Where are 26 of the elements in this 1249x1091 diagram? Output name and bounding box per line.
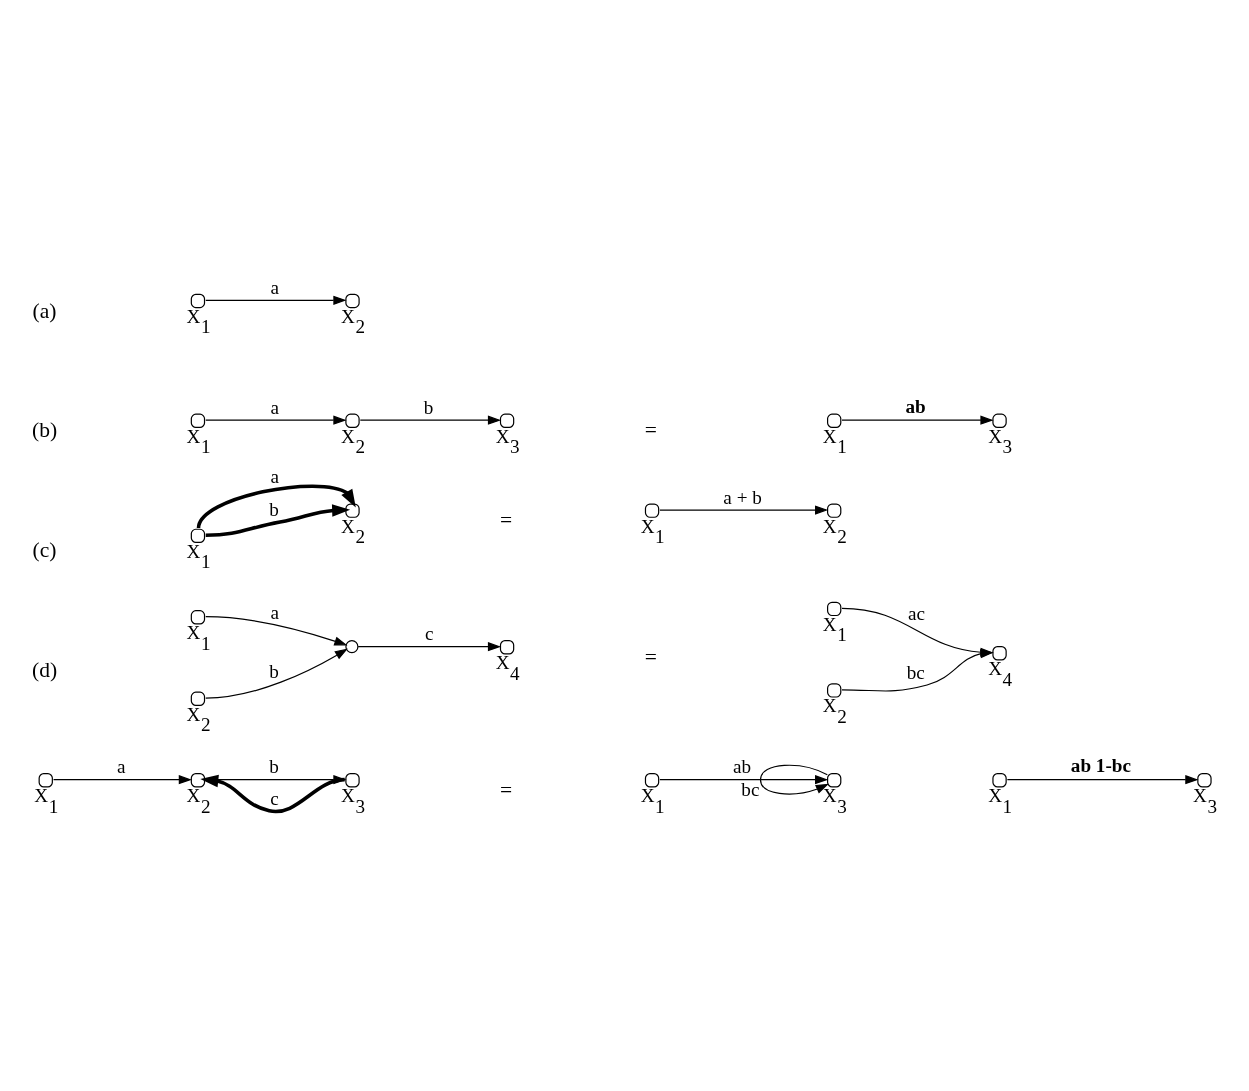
edge-label: a [270, 601, 279, 623]
label: (b) [31, 417, 58, 442]
edge-label: c [270, 787, 279, 809]
edge-label: ab [732, 755, 752, 777]
label: = [644, 417, 658, 442]
edge-label: a [270, 276, 279, 298]
edge-label: ac [907, 602, 925, 624]
label: (a) [32, 298, 57, 323]
edge-label: a + b [723, 486, 762, 508]
label: (c) [32, 537, 57, 562]
label: = [644, 644, 658, 669]
edge-label: b [269, 755, 279, 777]
label: = [499, 777, 513, 802]
edge-label: b [269, 498, 279, 520]
edge-label: a [270, 396, 279, 418]
edge-label: c [424, 622, 434, 644]
edge-label: ab 1-bc [1070, 754, 1131, 776]
edge-label: bc [741, 778, 760, 800]
edge-label: ab [905, 395, 926, 417]
edge-label: a [270, 465, 279, 487]
label: = [499, 507, 513, 532]
label: (d) [31, 657, 58, 682]
edge-label: bc [906, 661, 925, 683]
edge-label: b [423, 396, 434, 418]
edge-label: a [117, 755, 126, 777]
edge-label: b [269, 660, 279, 682]
